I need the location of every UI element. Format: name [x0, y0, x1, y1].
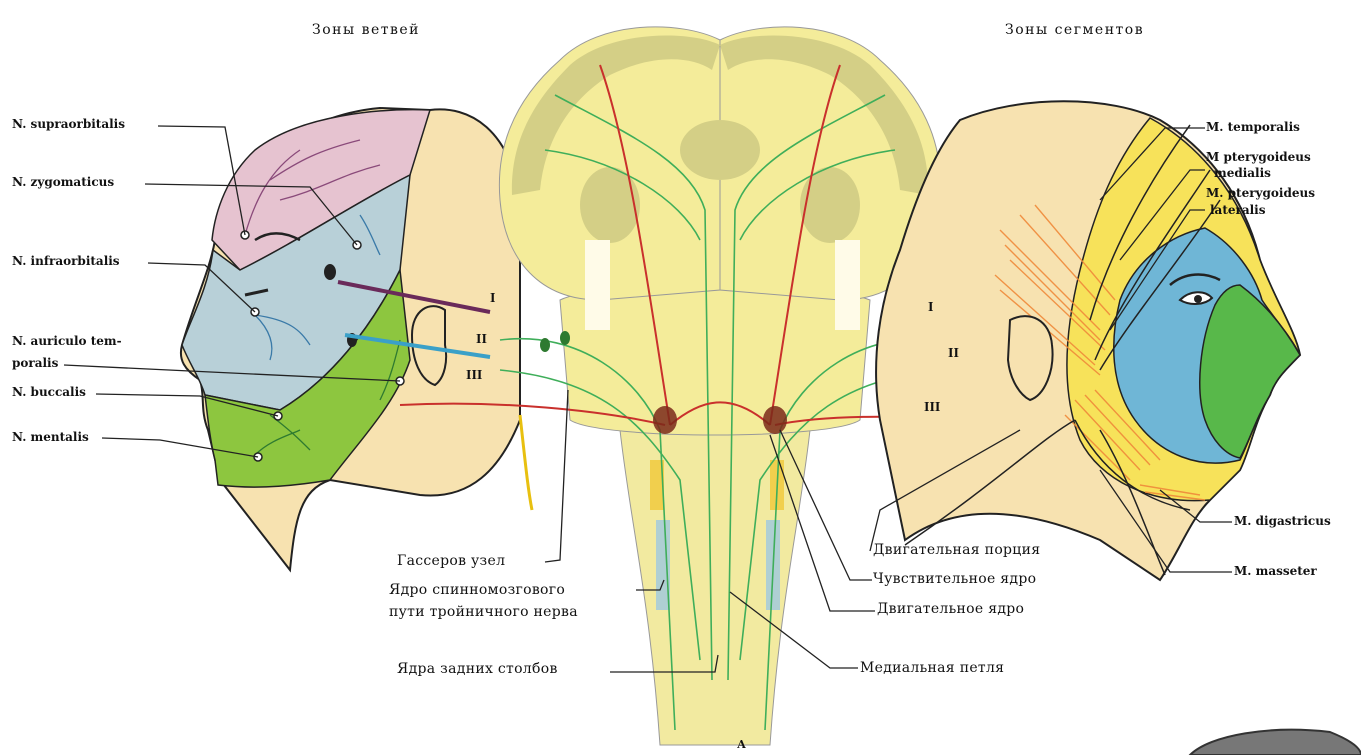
label-mentalis: N. mentalis	[12, 430, 89, 444]
label-buccalis: N. buccalis	[12, 385, 86, 399]
right-branch-numeral-3: III	[924, 400, 940, 416]
label-supraorbitalis: N. supraorbitalis	[12, 117, 125, 131]
label-auriculotemporalis-line1: N. auriculo tem-	[12, 334, 122, 348]
label-infraorbitalis: N. infraorbitalis	[12, 254, 120, 268]
label-spinal-nucleus-line2: пути тройничного нерва	[389, 604, 578, 620]
label-pterygoideus-lateralis-line1: M. pterygoideus	[1206, 186, 1315, 200]
right-branch-numeral-2: II	[948, 346, 959, 362]
segment-inner-green	[1200, 285, 1300, 458]
left-branch-numeral-2: II	[476, 332, 487, 348]
label-posterior-column-nuclei: Ядра задних столбов	[397, 661, 558, 677]
label-pterygoideus-lateralis-line2: lateralis	[1210, 203, 1265, 217]
label-motor-nucleus: Двигательное ядро	[877, 601, 1024, 617]
label-masseter: M. masseter	[1234, 564, 1317, 578]
label-auriculotemporalis-line2: poralis	[12, 356, 58, 370]
label-zygomaticus: N. zygomaticus	[12, 175, 114, 189]
label-digastricus: M. digastricus	[1234, 514, 1331, 528]
left-branch-numeral-3: III	[466, 368, 482, 384]
right-branch-numeral-1: I	[928, 300, 933, 316]
header-branch-zones: Зоны ветвей	[312, 22, 420, 38]
corner-artifact	[1190, 730, 1361, 755]
label-motor-portion: Двигательная порция	[873, 542, 1040, 558]
header-segment-zones: Зоны сегментов	[1005, 22, 1144, 38]
label-pterygoideus-medialis-line2: medialis	[1214, 166, 1271, 180]
label-spinal-nucleus-line1: Ядро спинномозгового	[389, 582, 565, 598]
label-temporalis: M. temporalis	[1206, 120, 1300, 134]
label-medial-lemniscus: Медиальная петля	[860, 660, 1004, 676]
left-branch-numeral-1: I	[490, 291, 495, 307]
label-gasserian-ganglion: Гассеров узел	[397, 553, 505, 569]
left-head	[181, 108, 520, 570]
label-bottom-letter: А	[737, 738, 746, 751]
label-pterygoideus-medialis-line1: M pterygoideus	[1206, 150, 1311, 164]
label-sensory-nucleus: Чувствительное ядро	[873, 571, 1036, 587]
